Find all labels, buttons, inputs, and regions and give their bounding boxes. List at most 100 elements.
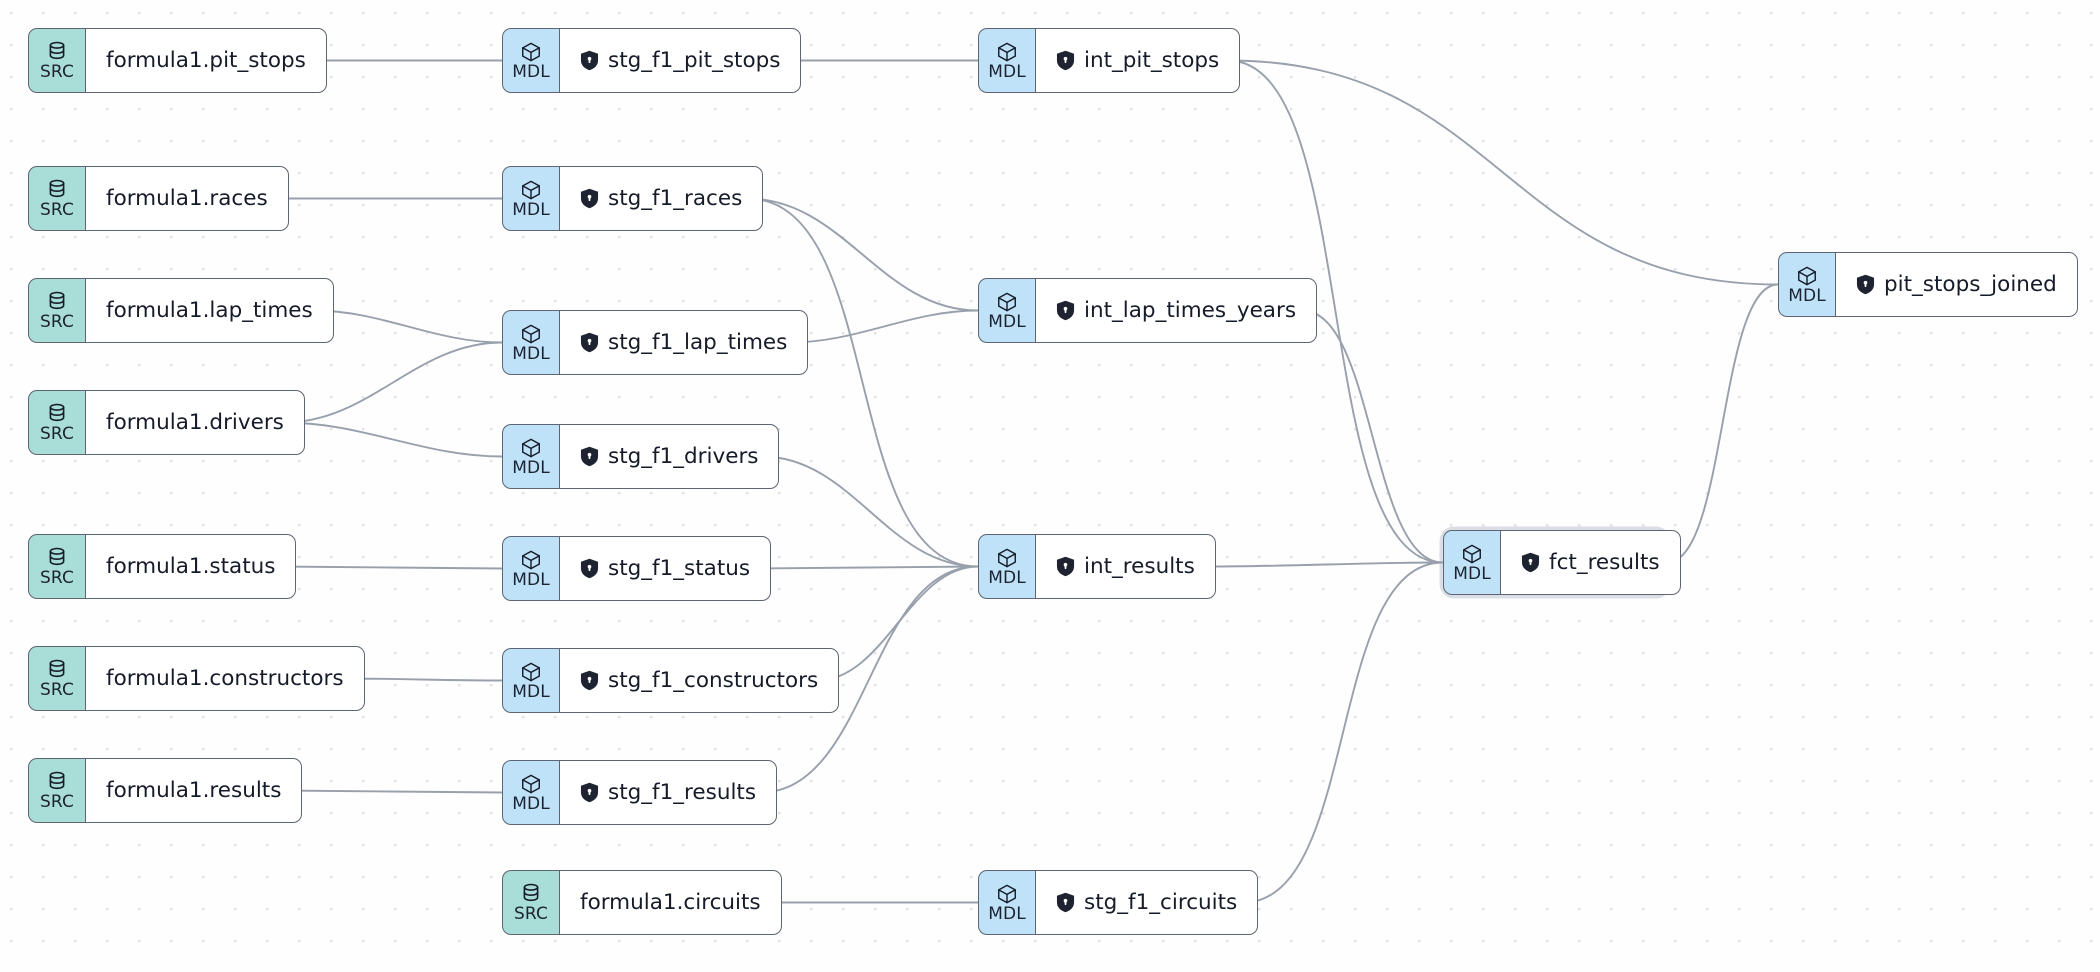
node-body-stg_lap_times[interactable]: stg_f1_lap_times — [559, 310, 809, 375]
cube-icon — [520, 772, 542, 795]
graph-node-stg_pit_stops[interactable]: MDL stg_f1_pit_stops — [502, 28, 802, 93]
graph-node-src_drivers[interactable]: SRC formula1.drivers — [28, 390, 305, 455]
node-type-badge-stg_lap_times: MDL — [502, 310, 559, 375]
node-label: formula1.circuits — [580, 889, 761, 915]
shield-icon — [1056, 300, 1075, 321]
node-type-label: SRC — [40, 424, 74, 444]
graph-node-src_constructors[interactable]: SRC formula1.constructors — [28, 646, 365, 711]
node-body-pit_stops_joined[interactable]: pit_stops_joined — [1835, 252, 2078, 317]
node-type-badge-int_pit_stops: MDL — [978, 28, 1035, 93]
node-label: formula1.drivers — [106, 409, 284, 435]
node-label: stg_f1_pit_stops — [608, 47, 781, 73]
graph-node-int_results[interactable]: MDL int_results — [978, 534, 1216, 599]
node-body-stg_constructors[interactable]: stg_f1_constructors — [559, 648, 840, 713]
node-type-label: MDL — [988, 904, 1026, 924]
node-type-badge-src_results: SRC — [28, 758, 85, 823]
cube-icon — [520, 322, 542, 345]
cube-icon — [996, 290, 1018, 313]
node-type-label: SRC — [40, 62, 74, 82]
node-type-label: MDL — [988, 568, 1026, 588]
cube-icon — [996, 40, 1018, 63]
node-type-badge-int_results: MDL — [978, 534, 1035, 599]
cube-icon — [1461, 542, 1483, 565]
node-type-badge-src_constructors: SRC — [28, 646, 85, 711]
graph-node-int_lap_times_years[interactable]: MDL int_lap_times_years — [978, 278, 1318, 343]
node-label: int_lap_times_years — [1084, 297, 1297, 323]
node-body-src_results[interactable]: formula1.results — [85, 758, 303, 823]
cube-icon — [996, 546, 1018, 569]
node-type-label: MDL — [512, 62, 550, 82]
node-body-stg_status[interactable]: stg_f1_status — [559, 536, 772, 601]
node-body-src_races[interactable]: formula1.races — [85, 166, 289, 231]
node-label: formula1.results — [106, 777, 282, 803]
node-body-src_circuits[interactable]: formula1.circuits — [559, 870, 782, 935]
node-type-badge-stg_races: MDL — [502, 166, 559, 231]
shield-icon — [580, 558, 599, 579]
node-type-label: MDL — [988, 312, 1026, 332]
edge-stg_drivers-to-int_results — [761, 455, 979, 568]
shield-icon — [1056, 50, 1075, 71]
node-body-fct_results[interactable]: fct_results — [1500, 530, 1681, 595]
node-body-src_pit_stops[interactable]: formula1.pit_stops — [85, 28, 327, 93]
graph-node-stg_races[interactable]: MDL stg_f1_races — [502, 166, 764, 231]
node-type-label: MDL — [1788, 286, 1826, 306]
node-type-badge-fct_results: MDL — [1443, 530, 1500, 595]
node-body-int_pit_stops[interactable]: int_pit_stops — [1035, 28, 1241, 93]
node-type-badge-src_races: SRC — [28, 166, 85, 231]
edge-src_lap_times-to-stg_lap_times — [313, 309, 503, 344]
graph-node-src_pit_stops[interactable]: SRC formula1.pit_stops — [28, 28, 327, 93]
database-icon — [47, 770, 67, 793]
node-body-stg_circuits[interactable]: stg_f1_circuits — [1035, 870, 1259, 935]
edge-stg_races-to-int_lap_times_years — [746, 197, 979, 312]
node-type-label: MDL — [1453, 564, 1491, 584]
node-type-badge-src_pit_stops: SRC — [28, 28, 85, 93]
node-body-stg_races[interactable]: stg_f1_races — [559, 166, 764, 231]
node-label: formula1.lap_times — [106, 297, 313, 323]
node-body-stg_results[interactable]: stg_f1_results — [559, 760, 778, 825]
shield-icon — [580, 188, 599, 209]
graph-node-fct_results[interactable]: MDL fct_results — [1443, 530, 1681, 595]
database-icon — [47, 178, 67, 201]
node-body-src_constructors[interactable]: formula1.constructors — [85, 646, 365, 711]
node-body-src_status[interactable]: formula1.status — [85, 534, 297, 599]
edge-int_lap_times_years-to-fct_results — [1301, 309, 1444, 564]
node-type-badge-stg_circuits: MDL — [978, 870, 1035, 935]
node-type-label: MDL — [512, 794, 550, 814]
edge-src_drivers-to-stg_drivers — [283, 421, 503, 458]
shield-icon — [1056, 892, 1075, 913]
node-body-stg_pit_stops[interactable]: stg_f1_pit_stops — [559, 28, 802, 93]
shield-icon — [580, 670, 599, 691]
node-type-badge-stg_status: MDL — [502, 536, 559, 601]
node-type-badge-stg_results: MDL — [502, 760, 559, 825]
node-label: pit_stops_joined — [1884, 271, 2057, 297]
node-type-label: MDL — [512, 200, 550, 220]
graph-node-pit_stops_joined[interactable]: MDL pit_stops_joined — [1778, 252, 2078, 317]
node-body-src_drivers[interactable]: formula1.drivers — [85, 390, 305, 455]
node-body-int_results[interactable]: int_results — [1035, 534, 1216, 599]
node-body-src_lap_times[interactable]: formula1.lap_times — [85, 278, 334, 343]
graph-node-stg_circuits[interactable]: MDL stg_f1_circuits — [978, 870, 1259, 935]
shield-icon — [580, 50, 599, 71]
graph-node-src_results[interactable]: SRC formula1.results — [28, 758, 303, 823]
shield-icon — [580, 446, 599, 467]
node-body-stg_drivers[interactable]: stg_f1_drivers — [559, 424, 780, 489]
node-type-badge-int_lap_times_years: MDL — [978, 278, 1035, 343]
node-type-label: SRC — [40, 680, 74, 700]
node-type-badge-stg_pit_stops: MDL — [502, 28, 559, 93]
graph-node-stg_results[interactable]: MDL stg_f1_results — [502, 760, 778, 825]
edge-stg_lap_times-to-int_lap_times_years — [789, 309, 979, 344]
node-body-int_lap_times_years[interactable]: int_lap_times_years — [1035, 278, 1318, 343]
cube-icon — [996, 882, 1018, 905]
cube-icon — [520, 436, 542, 459]
